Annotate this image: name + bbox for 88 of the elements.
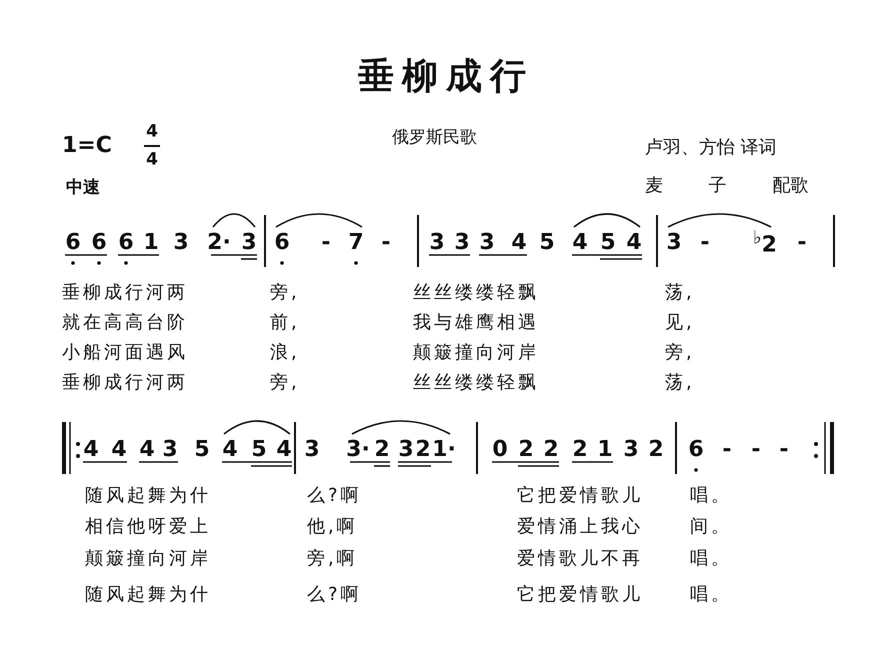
- lyric-text: 丝丝缕缕轻飘: [413, 284, 539, 302]
- notation-symbol: 4: [222, 439, 238, 461]
- notation-symbol: -: [797, 232, 807, 254]
- notation-symbol: 2: [374, 439, 390, 461]
- lyric-text: 前,: [270, 314, 300, 332]
- translator-credit: 卢羽、方怡 译词: [645, 139, 777, 157]
- title: 垂柳成行: [358, 58, 534, 94]
- lyric-text: 荡,: [665, 284, 695, 302]
- lyric-text: 唱。: [690, 586, 732, 604]
- notation-symbol: 3: [429, 232, 445, 254]
- notation-symbol: 2: [518, 439, 534, 461]
- lyric-text: 颠簸撞向河岸: [413, 344, 539, 362]
- lyric-text: 爱情歌儿不再: [517, 550, 643, 568]
- lyric-text: 他,啊: [307, 518, 358, 536]
- notation-symbol: 5: [251, 439, 267, 461]
- notation-symbol: 4: [626, 232, 642, 254]
- notation-symbol: 7: [348, 232, 364, 254]
- notation-symbol: 1: [597, 439, 613, 461]
- notation-symbol: 3: [162, 439, 178, 461]
- notation-symbol: 0: [492, 439, 508, 461]
- lyric-text: 荡,: [665, 374, 695, 392]
- lyric-text: 么?啊: [307, 487, 362, 505]
- key-signature: 1=C: [62, 135, 112, 157]
- lyric-text: 浪,: [270, 344, 300, 362]
- notation-symbol: 3·: [346, 439, 370, 461]
- tempo-marking: 中速: [66, 180, 100, 196]
- notation-symbol: 3: [304, 439, 320, 461]
- notation-symbol: $^{♭}$2: [753, 229, 777, 257]
- notation-symbol: -: [751, 439, 761, 461]
- notation-symbol: 4: [572, 232, 588, 254]
- lyric-text: 间。: [690, 518, 732, 536]
- lyric-text: 唱。: [690, 550, 732, 568]
- notation-symbol: 3: [173, 232, 189, 254]
- lyric-text: 见,: [665, 314, 695, 332]
- lyric-text: 垂柳成行河两: [62, 284, 188, 302]
- notation-symbol: 3: [454, 232, 470, 254]
- notation-symbol: 2: [543, 439, 559, 461]
- notation-symbol: 3: [623, 439, 639, 461]
- notation-symbol: 4: [511, 232, 527, 254]
- notation-symbol: 6: [274, 232, 290, 254]
- lyric-text: 丝丝缕缕轻飘: [413, 374, 539, 392]
- time-signature-number: 4: [146, 124, 158, 140]
- lyric-text: 旁,: [665, 344, 695, 362]
- notation-symbol: 3: [666, 232, 682, 254]
- notation-symbol: 6: [65, 232, 81, 254]
- notation-symbol: 4: [139, 439, 155, 461]
- lyric-text: 爱情涌上我心: [517, 518, 643, 536]
- notation-symbol: -: [722, 439, 732, 461]
- notation-symbol: 1: [143, 232, 159, 254]
- notation-symbol: 5: [600, 232, 616, 254]
- lyric-text: 相信他呀爱上: [85, 518, 211, 536]
- notation-symbol: 5: [194, 439, 210, 461]
- notation-symbol: 2: [415, 439, 431, 461]
- notation-symbol: -: [321, 232, 331, 254]
- lyric-text: 垂柳成行河两: [62, 374, 188, 392]
- notation-symbol: -: [700, 232, 710, 254]
- lyric-text: 随风起舞为什: [85, 487, 211, 505]
- notation-symbol: 2: [648, 439, 664, 461]
- lyric-text: 它把爱情歌儿: [517, 586, 643, 604]
- notation-symbol: 6: [688, 439, 704, 461]
- notation-symbol: -: [779, 439, 789, 461]
- lyric-text: 我与雄鹰相遇: [413, 314, 539, 332]
- lyric-text: 旁,啊: [307, 550, 358, 568]
- lyric-text: 旁,: [270, 284, 300, 302]
- time-signature-number: 4: [146, 152, 158, 168]
- notation-symbol: 6: [91, 232, 107, 254]
- notation-symbol: 3: [398, 439, 414, 461]
- notation-symbol: 4: [276, 439, 292, 461]
- origin-note: 俄罗斯民歌: [392, 130, 477, 146]
- notation-symbol: 2: [572, 439, 588, 461]
- notation-symbol: 3: [241, 232, 257, 254]
- lyric-text: 唱。: [690, 487, 732, 505]
- lyric-text: 随风起舞为什: [85, 586, 211, 604]
- lyric-text: 它把爱情歌儿: [517, 487, 643, 505]
- notation-symbol: 6: [118, 232, 134, 254]
- notation-symbol: 4: [111, 439, 127, 461]
- lyric-text: 颠簸撞向河岸: [85, 550, 211, 568]
- notation-symbol: 4: [83, 439, 99, 461]
- notation-symbol: 2·: [207, 232, 231, 254]
- notation-symbol: 3: [479, 232, 495, 254]
- lyric-text: 就在高高台阶: [62, 314, 188, 332]
- arranger-credit: 麦 子 配歌: [645, 177, 808, 195]
- notation-symbol: -: [381, 232, 391, 254]
- lyric-text: 小船河面遇风: [62, 344, 188, 362]
- lyric-text: 么?啊: [307, 586, 362, 604]
- notation-symbol: 1·: [432, 439, 456, 461]
- notation-symbol: 5: [539, 232, 555, 254]
- lyric-text: 旁,: [270, 374, 300, 392]
